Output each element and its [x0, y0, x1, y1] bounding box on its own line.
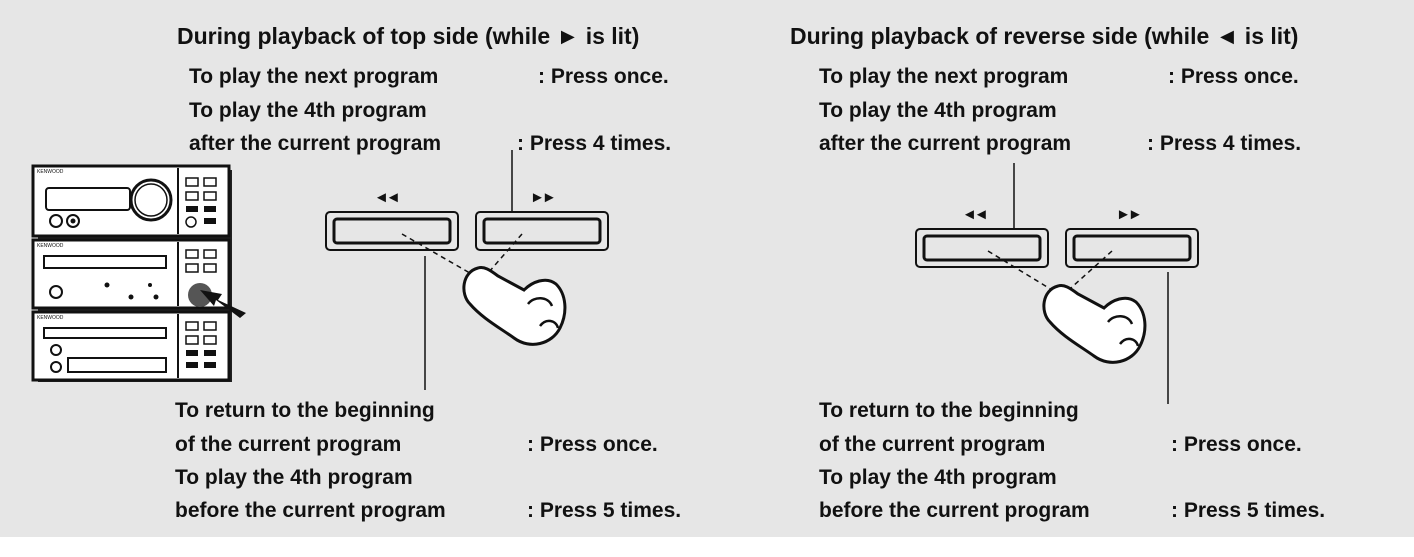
instruction-panel: KENWOOD KENWOOD KENWOOD ◄◄ ►► During pla…	[0, 0, 1414, 537]
top-rew-symbol: ◄◄	[374, 189, 401, 206]
top-prev4-action: : Press 5 times.	[527, 499, 682, 522]
top-return-label-2: of the current program	[175, 433, 402, 456]
top-next-label: To play the next program	[189, 65, 439, 88]
top-fourth-label-2: after the current program	[189, 132, 442, 155]
rev-ff-button-inner	[1072, 234, 1192, 262]
rev-next-action: : Press once.	[1168, 65, 1299, 88]
rev-rew-button-inner	[922, 234, 1042, 262]
top-rew-button-inner	[332, 217, 452, 245]
rev-prev4-label-1: To play the 4th program	[819, 466, 1057, 489]
top-ff-button-outer	[475, 211, 609, 251]
stereo-unit-amplifier	[31, 164, 231, 238]
top-next-action: : Press once.	[538, 65, 669, 88]
rev-prev4-action: : Press 5 times.	[1171, 499, 1326, 522]
pressing-hand-icon	[1042, 284, 1147, 364]
top-prev4-label-1: To play the 4th program	[175, 466, 413, 489]
top-prev4-label-2: before the current program	[175, 499, 446, 522]
top-dashed-right	[481, 233, 523, 281]
top-ff-symbol: ►►	[530, 189, 557, 206]
rev-rew-button-outer	[915, 228, 1049, 268]
rev-next-label: To play the next program	[819, 65, 1069, 88]
stereo-unit-cd	[31, 238, 231, 310]
rev-prev4-label-2: before the current program	[819, 499, 1090, 522]
rev-return-label-2: of the current program	[819, 433, 1046, 456]
rev-fourth-action: : Press 4 times.	[1147, 132, 1302, 155]
brand-label-3: KENWOOD	[37, 315, 64, 321]
stereo-illustration	[31, 164, 246, 382]
pointer-arrow-icon	[200, 290, 246, 318]
rev-ff-button-outer	[1065, 228, 1199, 268]
top-rew-button-outer	[325, 211, 459, 251]
rev-fourth-label-2: after the current program	[819, 132, 1072, 155]
top-return-label-1: To return to the beginning	[175, 399, 435, 422]
top-side-heading: During playback of top side (while ► is …	[177, 23, 640, 49]
rev-ff-symbol: ►►	[1116, 206, 1143, 223]
top-ff-button-inner	[482, 217, 602, 245]
top-return-action: : Press once.	[527, 433, 658, 456]
pressing-hand-icon	[462, 266, 567, 346]
top-side-diagram	[325, 150, 609, 390]
rev-rew-symbol: ◄◄	[962, 206, 989, 223]
rev-return-label-1: To return to the beginning	[819, 399, 1079, 422]
rev-fourth-label-1: To play the 4th program	[819, 99, 1057, 122]
brand-label-1: KENWOOD	[37, 169, 64, 175]
rev-return-action: : Press once.	[1171, 433, 1302, 456]
top-fourth-action: : Press 4 times.	[517, 132, 672, 155]
reverse-side-diagram	[915, 163, 1199, 404]
highlighted-button	[188, 283, 212, 307]
top-fourth-label-1: To play the 4th program	[189, 99, 427, 122]
stereo-unit-cassette	[31, 310, 231, 382]
reverse-side-heading: During playback of reverse side (while ◄…	[790, 23, 1299, 49]
brand-label-2: KENWOOD	[37, 243, 64, 249]
